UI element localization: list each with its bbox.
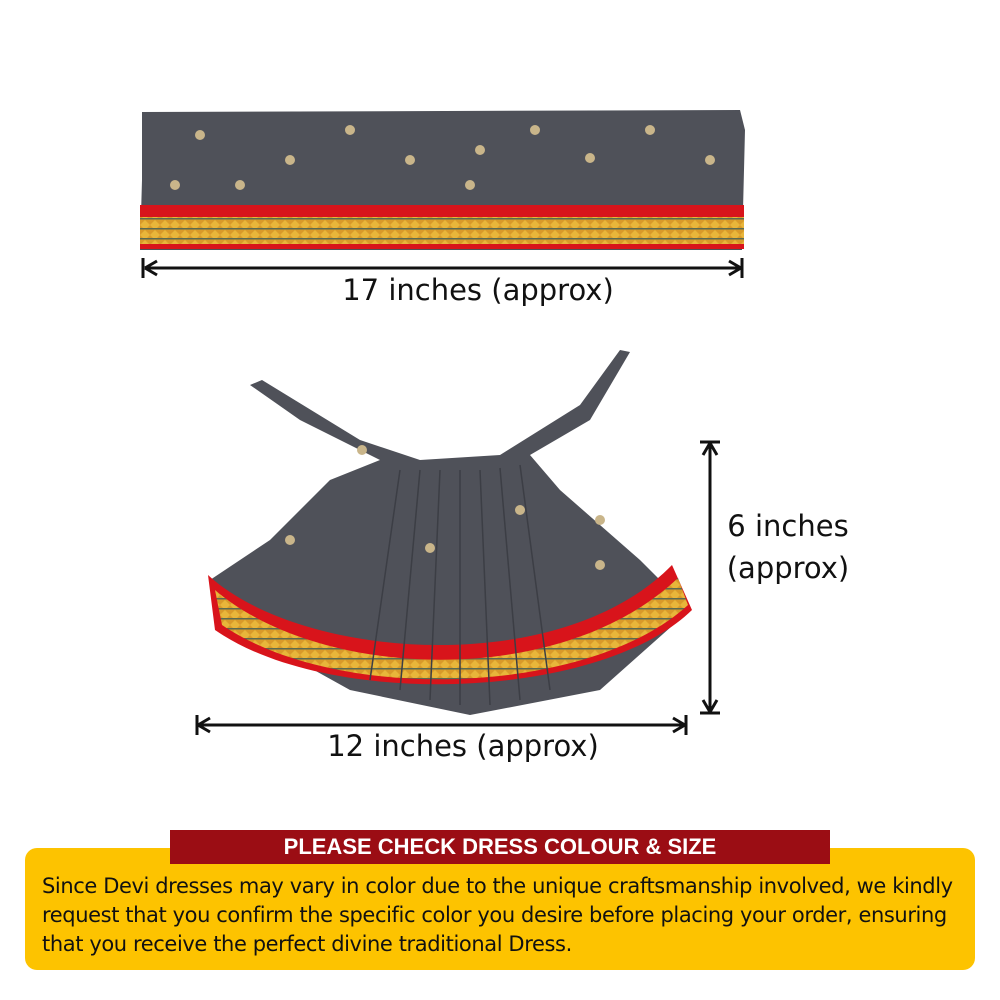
notice-body: Since Devi dresses may vary in color due… xyxy=(42,874,953,956)
skirt-height-label-1: 6 inches xyxy=(727,509,849,543)
blouse-fabric-piece xyxy=(140,110,745,250)
top-width-label: 17 inches (approx) xyxy=(342,273,614,307)
skirt-height-label-2: (approx) xyxy=(726,551,850,585)
skirt-fabric-piece xyxy=(208,350,692,715)
width-arrow-skirt xyxy=(195,715,688,735)
skirt-width-label: 12 inches (approx) xyxy=(327,729,599,763)
notice-heading: PLEASE CHECK DRESS COLOUR & SIZE xyxy=(170,830,830,864)
height-arrow-skirt xyxy=(700,440,720,715)
notice-box xyxy=(25,848,975,970)
width-arrow-top xyxy=(141,258,744,278)
